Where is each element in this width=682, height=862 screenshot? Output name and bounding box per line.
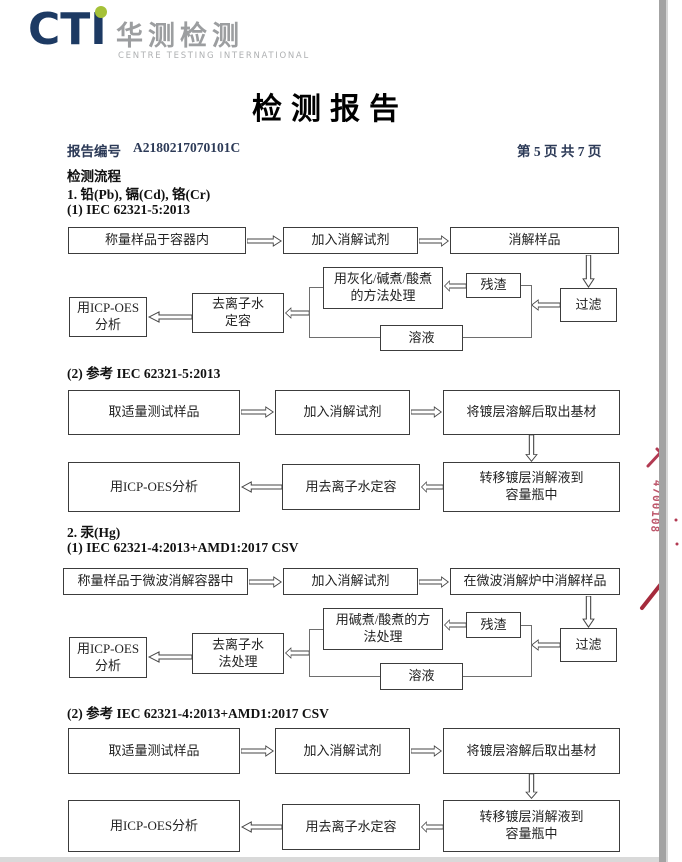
arrow-left-icon [531, 639, 560, 651]
flow-node-add-reagent: 加入消解试剂 [283, 227, 418, 254]
flow-connector [521, 285, 532, 286]
arrow-right-icon [419, 576, 449, 588]
arrow-down-icon [582, 596, 595, 628]
arrow-left-icon [148, 311, 192, 323]
flow-connector [531, 625, 532, 677]
flow-node-transfer: 转移镀层消解液到 容量瓶中 [443, 462, 620, 512]
section2-method2-heading: (2) 参考 IEC 62321-4:2013+AMD1:2017 CSV [67, 706, 329, 721]
section2-heading: 2. 汞(Hg) [67, 525, 121, 540]
arrow-left-icon [148, 651, 192, 663]
report-no-value: A2180217070101C [133, 140, 241, 155]
flow-node-analyze: 用ICP-OES分析 [68, 462, 240, 512]
flow-node-solution: 溶液 [380, 325, 463, 351]
flow-connector [521, 625, 532, 626]
flow-connector [310, 629, 323, 630]
flow-node-dilute: 用去离子水定容 [282, 464, 420, 510]
arrow-right-icon [247, 235, 282, 247]
flow-node-filter: 过滤 [560, 288, 617, 322]
arrow-left-icon [241, 481, 282, 493]
flow-node-dilute: 用去离子水定容 [282, 804, 420, 850]
scan-bottom-band [0, 857, 659, 862]
flowchart-hg-main: 称量样品于微波消解容器中 加入消解试剂 在微波消解炉中消解样品 用碱煮/酸煮的方… [60, 566, 680, 692]
flow-node-dilute: 去离子水 法处理 [192, 633, 284, 674]
flow-node-treat-residue: 用灰化/碱煮/酸煮 的方法处理 [323, 267, 443, 309]
arrow-left-icon [421, 821, 443, 833]
cti-logo-english: CENTRE TESTING INTERNATIONAL [118, 51, 310, 61]
flow-node-analyze: 用ICP-OES 分析 [69, 637, 147, 678]
flowchart-pb-main: 称量样品于容器内 加入消解试剂 消解样品 用灰化/碱煮/酸煮 的方法处理 残渣 … [60, 226, 680, 356]
flow-connector [463, 337, 532, 338]
flow-node-add-reagent: 加入消解试剂 [275, 390, 410, 435]
arrow-right-icon [411, 745, 442, 757]
section1-heading: 1. 铅(Pb), 镉(Cd), 铬(Cr) [67, 187, 211, 202]
flow-node-analyze: 用ICP-OES 分析 [69, 297, 147, 337]
flow-node-add-reagent: 加入消解试剂 [283, 568, 418, 595]
arrow-right-icon [241, 406, 274, 418]
flow-node-transfer: 转移镀层消解液到 容量瓶中 [443, 800, 620, 852]
flow-node-dissolve-coating: 将镀层溶解后取出基材 [443, 390, 620, 435]
flow-node-solution: 溶液 [380, 663, 463, 690]
arrow-down-icon [582, 255, 595, 288]
arrow-left-icon [444, 619, 466, 631]
arrow-left-icon [285, 307, 309, 319]
cti-logo-green-dot-icon [95, 6, 107, 18]
flow-node-add-reagent: 加入消解试剂 [275, 728, 410, 774]
flow-node-weigh-sample: 称量样品于微波消解容器中 [63, 568, 248, 595]
flow-heading: 检测流程 [67, 169, 121, 184]
scan-edge-highlight [666, 0, 668, 862]
report-no-label: 报告编号 [67, 144, 121, 159]
flowchart-hg-ref: 取适量测试样品 加入消解试剂 将镀层溶解后取出基材 转移镀层消解液到 容量瓶中 … [60, 726, 680, 860]
flow-connector [309, 287, 310, 338]
flow-connector [310, 287, 323, 288]
cti-logo-text: CTI [28, 4, 107, 55]
arrow-left-icon [444, 280, 466, 292]
flow-node-digest-sample: 消解样品 [450, 227, 619, 254]
cti-logo: CTI 华测检测 CENTRE TESTING INTERNATIONAL [28, 6, 308, 66]
section1-method2-heading: (2) 参考 IEC 62321-5:2013 [67, 366, 221, 381]
arrow-down-icon [525, 435, 538, 462]
flow-node-take-sample: 取适量测试样品 [68, 728, 240, 774]
arrow-right-icon [411, 406, 442, 418]
arrow-right-icon [241, 745, 274, 757]
flow-node-take-sample: 取适量测试样品 [68, 390, 240, 435]
flow-node-weigh-sample: 称量样品于容器内 [68, 227, 246, 254]
flow-node-treat-residue: 用碱煮/酸煮的方 法处理 [323, 608, 443, 650]
flow-node-residue: 残渣 [466, 612, 521, 638]
arrow-left-icon [421, 481, 443, 493]
arrow-left-icon [241, 821, 282, 833]
flow-node-dilute: 去离子水 定容 [192, 293, 284, 333]
flow-connector [309, 629, 310, 677]
flow-node-digest-sample: 在微波消解炉中消解样品 [450, 568, 620, 595]
flow-node-dissolve-coating: 将镀层溶解后取出基材 [443, 728, 620, 774]
arrow-down-icon [525, 774, 538, 799]
report-title: 检测报告 [252, 93, 408, 126]
cti-logo-chinese: 华测检测 [116, 21, 244, 52]
flow-connector [463, 676, 532, 677]
arrow-left-icon [285, 647, 309, 659]
flow-connector [531, 285, 532, 338]
arrow-right-icon [419, 235, 449, 247]
flow-node-filter: 过滤 [560, 628, 617, 662]
section2-method1-heading: (1) IEC 62321-4:2013+AMD1:2017 CSV [67, 540, 299, 555]
arrow-right-icon [249, 576, 282, 588]
page-indicator: 第 5 页 共 7 页 [517, 144, 602, 159]
flow-connector [310, 337, 380, 338]
arrow-left-icon [531, 299, 560, 311]
flow-node-residue: 残渣 [466, 273, 521, 298]
flow-connector [310, 676, 380, 677]
section1-method1-heading: (1) IEC 62321-5:2013 [67, 202, 190, 217]
flow-node-analyze: 用ICP-OES分析 [68, 800, 240, 852]
scan-edge-band [659, 0, 666, 862]
flowchart-pb-ref: 取适量测试样品 加入消解试剂 将镀层溶解后取出基材 转移镀层消解液到 容量瓶中 … [60, 388, 680, 514]
